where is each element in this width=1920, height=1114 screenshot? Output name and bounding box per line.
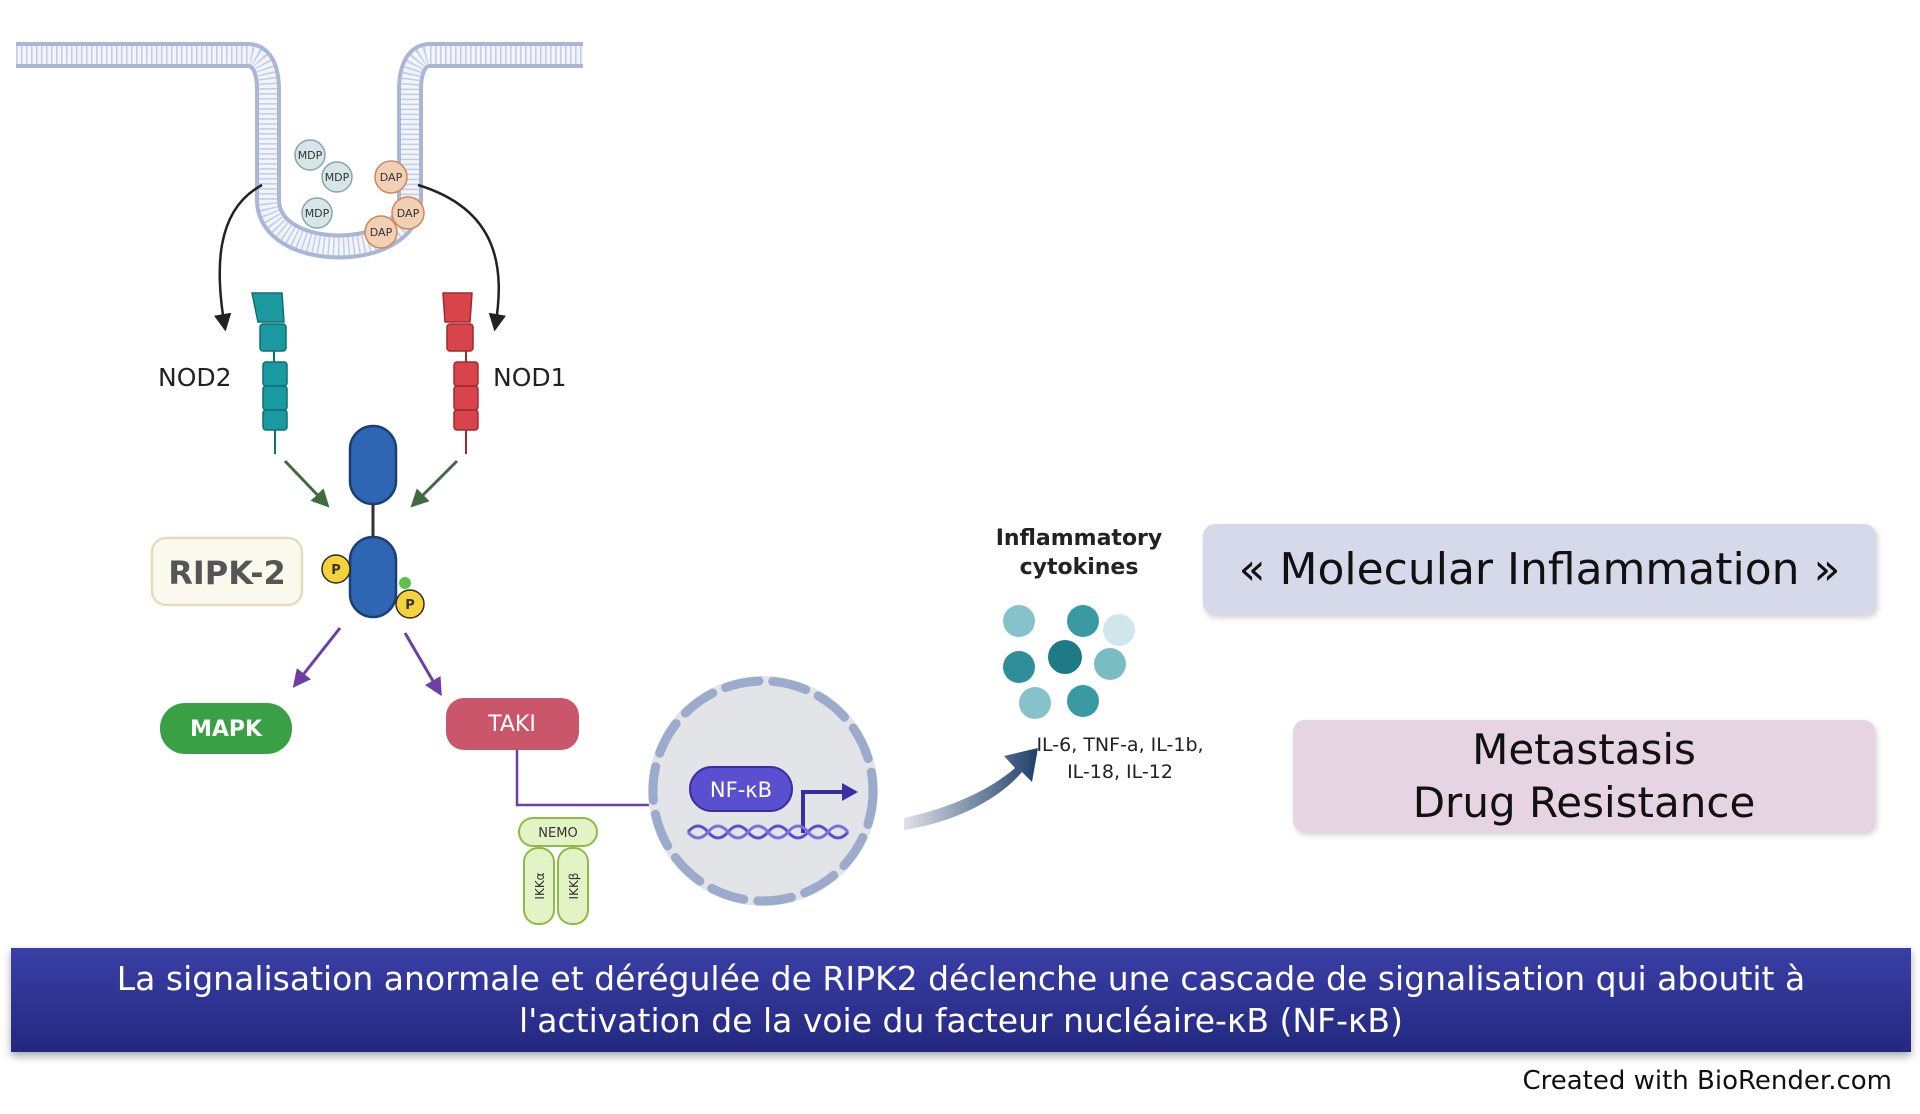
- svg-text:RIPK-2: RIPK-2: [168, 554, 286, 592]
- cytokines-title: Inflammatory: [996, 526, 1163, 551]
- dap-ligand: DAP: [374, 160, 408, 194]
- taki-node: TAKI: [446, 698, 579, 750]
- svg-text:DAP: DAP: [370, 226, 393, 239]
- secretion-arrow: [904, 748, 1038, 830]
- nod1-to-ripk2-arrow: [410, 459, 459, 508]
- nod2-to-ripk2-arrow: [283, 459, 330, 508]
- cytokine-cluster: [1003, 605, 1135, 719]
- molecular-inflammation-box: « Molecular Inflammation »: [1203, 524, 1876, 615]
- caption-banner: La signalisation anormale et dérégulée d…: [11, 948, 1911, 1052]
- svg-text:MDP: MDP: [298, 149, 323, 162]
- svg-text:DAP: DAP: [397, 207, 420, 220]
- svg-text:P: P: [331, 563, 341, 578]
- mdp-ligand: MDP: [294, 139, 326, 171]
- nod2-label: NOD2: [158, 363, 232, 392]
- phospho-badge: P: [321, 554, 351, 584]
- nod1-label: NOD1: [493, 363, 567, 392]
- ligand-to-nod2-arrow: [214, 183, 263, 332]
- dna-helix-icon: [686, 824, 850, 840]
- ligand-to-nod1-arrow: [417, 183, 506, 332]
- ripk2-to-mapk-arrow: [292, 627, 342, 688]
- ikk-complex: NEMO IKKα IKKβ: [518, 817, 598, 925]
- nod1-receptor: [442, 292, 479, 454]
- nod2-receptor: [251, 292, 288, 454]
- mdp-ligand: MDP: [321, 161, 353, 193]
- phospho-badge: P: [395, 589, 425, 619]
- drug-resistance-label: Drug Resistance: [1412, 778, 1756, 827]
- svg-text:IKKβ: IKKβ: [567, 873, 581, 900]
- caption-line: l'activation de la voie du facteur nuclé…: [519, 1001, 1403, 1040]
- transcription-arrow-icon: [801, 790, 845, 833]
- cytokines-list: IL-18, IL-12: [1067, 761, 1173, 783]
- svg-text:MAPK: MAPK: [190, 717, 263, 742]
- svg-text:MDP: MDP: [305, 207, 330, 220]
- biorender-credit: Created with BioRender.com: [1522, 1066, 1892, 1096]
- svg-text:NF-κB: NF-κB: [710, 778, 772, 802]
- nfkb-complex: NF-κB: [689, 766, 793, 812]
- mapk-node: MAPK: [160, 703, 292, 754]
- ripk2-protein: [348, 424, 411, 619]
- dap-ligand: DAP: [391, 196, 425, 230]
- svg-text:TAKI: TAKI: [487, 712, 536, 737]
- molecular-inflammation-label: « Molecular Inflammation »: [1238, 544, 1841, 595]
- cell-membrane: [16, 42, 583, 260]
- mdp-ligand: MDP: [301, 197, 333, 229]
- svg-text:NEMO: NEMO: [538, 826, 577, 841]
- dap-ligand: DAP: [364, 215, 398, 249]
- metastasis-box: Metastasis Drug Resistance: [1293, 720, 1875, 832]
- svg-text:DAP: DAP: [380, 171, 403, 184]
- cytokines-list: IL-6, TNF-a, IL-1b,: [1036, 734, 1203, 756]
- svg-text:MDP: MDP: [325, 171, 350, 184]
- svg-text:IKKα: IKKα: [533, 872, 547, 899]
- transcription-arrowhead: [842, 783, 858, 801]
- cytokines-title: cytokines: [1020, 555, 1139, 580]
- svg-text:P: P: [405, 598, 415, 613]
- ripk2-label-box: RIPK-2: [150, 536, 304, 607]
- caption-line: La signalisation anormale et dérégulée d…: [116, 959, 1806, 998]
- ripk2-to-taki-arrow: [403, 632, 442, 697]
- taki-to-nfkb-arrow: [515, 750, 681, 812]
- metastasis-label: Metastasis: [1472, 725, 1696, 774]
